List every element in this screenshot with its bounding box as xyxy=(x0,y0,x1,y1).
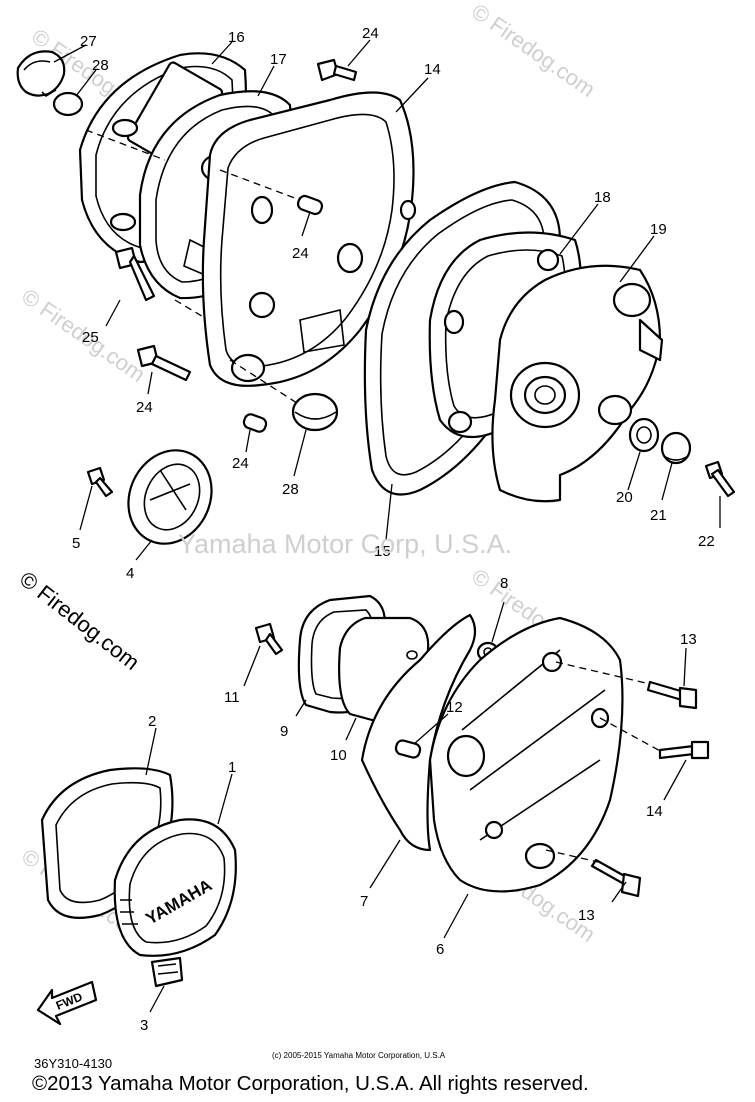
fwd-arrow: FWD xyxy=(36,980,98,1026)
callout-8: 8 xyxy=(500,575,508,592)
part-24-dowel-pin-upper xyxy=(296,194,324,216)
part-12-dowel-pin xyxy=(394,739,422,759)
part-24-dowel-pin-lower xyxy=(242,413,268,433)
callout-13-upper: 13 xyxy=(680,631,697,648)
callout-21: 20 xyxy=(616,489,633,506)
callout-29: 27 xyxy=(80,33,97,50)
callout-labels: 27 28 16 17 24 14 18 19 24 25 24 24 28 2… xyxy=(72,25,715,1034)
tile-watermark: © Firedog.com xyxy=(467,0,600,102)
part-13-bolt-lower xyxy=(590,858,642,898)
part-14-bolt xyxy=(658,740,710,760)
callout-23: 22 xyxy=(698,533,715,550)
callout-14: 14 xyxy=(646,803,663,820)
center-watermark: Yamaha Motor Corp, U.S.A. xyxy=(178,529,512,559)
part-20-cover-plate xyxy=(491,264,664,503)
callout-5: 5 xyxy=(72,535,80,552)
callout-7: 7 xyxy=(360,893,368,910)
part-29-oil-cap xyxy=(16,50,66,98)
callout-24-lower: 24 xyxy=(232,455,249,472)
part-22-plug xyxy=(660,431,692,465)
callout-27: 25 xyxy=(82,329,99,346)
part-23-screw xyxy=(704,460,736,498)
leader-lines-bottom xyxy=(145,601,687,1013)
part-30-o-ring xyxy=(52,91,84,117)
callout-22: 21 xyxy=(650,507,667,524)
callout-25: 24 xyxy=(362,25,379,42)
part-7-gasket xyxy=(360,613,477,852)
diagram-code: 36Y310-4130 xyxy=(34,1056,112,1071)
assembly-lines-bottom xyxy=(545,661,663,863)
callout-1: 1 xyxy=(228,759,236,776)
part-1-generator-cover: YAMAHA xyxy=(113,818,237,957)
part-28-plug xyxy=(291,392,339,432)
part-11-bolt xyxy=(254,622,284,656)
callout-26: 24 xyxy=(136,399,153,416)
callout-11: 11 xyxy=(224,689,240,706)
footer-copyright: ©2013 Yamaha Motor Corporation, U.S.A. A… xyxy=(32,1072,589,1095)
callout-18: 17 xyxy=(270,51,287,68)
callout-17: 16 xyxy=(228,29,245,46)
part-21-oil-seal xyxy=(628,417,660,453)
assembly-lines-top xyxy=(85,129,301,406)
small-copyright-notice: (c) 2005-2015 Yamaha Motor Corporation, … xyxy=(272,1051,446,1060)
callout-16: 15 xyxy=(374,543,391,560)
part-15-gasket xyxy=(201,91,417,387)
callout-3: 3 xyxy=(140,1017,148,1034)
callout-20: 19 xyxy=(650,221,667,238)
callout-28: 28 xyxy=(282,481,299,498)
part-27-bolt xyxy=(114,246,156,302)
callout-10: 10 xyxy=(330,747,347,764)
leader-lines-top xyxy=(53,39,721,561)
callout-15: 14 xyxy=(424,61,441,78)
part-13-bolt-upper xyxy=(646,680,698,710)
side-watermark: © Firedog.com xyxy=(15,566,144,675)
part-26-bolt xyxy=(136,344,192,382)
callout-13-lower: 13 xyxy=(578,907,595,924)
part-3-bolt xyxy=(150,956,184,988)
callout-12: 12 xyxy=(446,699,463,716)
callout-6: 6 xyxy=(436,941,444,958)
callout-9: 9 xyxy=(280,723,288,740)
callout-24-upper: 24 xyxy=(292,245,309,262)
part-6-side-cover xyxy=(428,616,624,893)
callout-19: 18 xyxy=(594,189,611,206)
callout-30: 28 xyxy=(92,57,109,74)
callout-2: 2 xyxy=(148,713,156,730)
part-25-bolt xyxy=(316,58,358,82)
part-4-rotor xyxy=(127,449,213,545)
part-5-screw xyxy=(86,466,114,498)
callout-4: 4 xyxy=(126,565,134,582)
